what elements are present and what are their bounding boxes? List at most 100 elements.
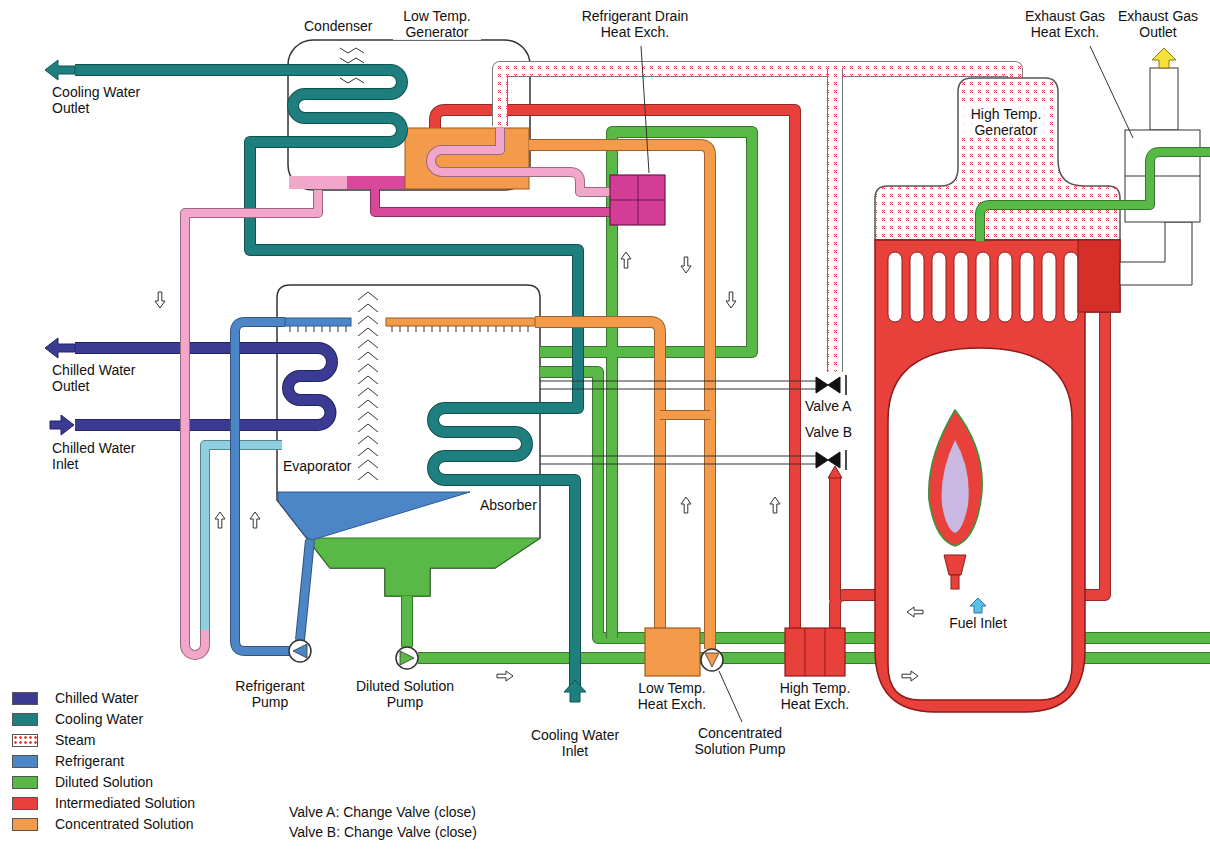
part-label: Evaporator	[281, 458, 353, 474]
nozzle	[416, 326, 417, 332]
steam-pipe	[827, 69, 843, 372]
legend-swatch	[12, 734, 38, 747]
concentrated-pipe	[660, 411, 710, 419]
combustion-chamber	[888, 348, 1072, 700]
refrigerant-pipe	[235, 322, 289, 651]
nozzle	[424, 326, 425, 332]
flue-box	[1078, 240, 1120, 312]
high-temp-heat-exchanger	[805, 628, 825, 676]
legend-text: Refrigerant	[55, 753, 124, 769]
burner	[951, 575, 959, 589]
flame	[929, 410, 983, 546]
port-label: Chilled Water Outlet	[50, 362, 158, 394]
refrigerant-pipe	[185, 190, 318, 655]
nozzle	[338, 326, 339, 332]
legend-text: Concentrated Solution	[55, 816, 194, 832]
flow-arrow	[564, 680, 586, 702]
steam-drain-pipe	[431, 128, 612, 192]
port-label: Chilled Water Inlet	[50, 440, 158, 472]
flow-arrow	[970, 598, 986, 613]
fire-tube	[932, 252, 946, 322]
sprayer	[285, 318, 351, 326]
exhaust-duct	[1150, 68, 1178, 130]
leader-line	[719, 671, 742, 722]
valve-symbol	[816, 452, 840, 468]
drawing	[45, 40, 1210, 722]
concentrated-pipe	[535, 322, 660, 628]
part-label: Refrigerant Pump	[223, 678, 317, 710]
nozzle	[528, 326, 529, 332]
valve-symbol	[845, 375, 847, 395]
diluted-pipe	[401, 596, 413, 647]
nozzle	[464, 326, 465, 332]
drain-heat-exchanger	[610, 175, 665, 225]
nozzle	[472, 326, 473, 332]
nozzle	[290, 326, 291, 332]
eliminator	[340, 78, 364, 83]
flow-arrow	[50, 415, 74, 435]
note-text: Valve A: Change Valve (close)	[287, 804, 478, 820]
nozzle	[330, 326, 331, 332]
diluted-pipe	[980, 152, 1210, 241]
eliminator	[358, 460, 378, 468]
nozzle	[504, 326, 505, 332]
note-text: Valve B: Change Valve (close)	[287, 824, 479, 840]
legend-swatch	[12, 776, 38, 789]
nozzle	[408, 326, 409, 332]
pump-symbol	[701, 649, 723, 671]
eliminator	[358, 412, 378, 420]
port-label: Cooling Water Inlet	[518, 727, 632, 759]
legend-text: Cooling Water	[55, 711, 143, 727]
nozzle	[456, 326, 457, 332]
intermediate-pipe	[829, 476, 841, 600]
legend-row: Diluted Solution	[10, 774, 210, 795]
valve-symbol	[816, 377, 840, 393]
steam-dome	[875, 78, 1120, 240]
burner	[944, 555, 966, 575]
nozzle	[400, 326, 401, 332]
eliminator	[358, 388, 378, 396]
part-label: Low Temp. Heat Exch.	[630, 680, 714, 712]
nozzle	[306, 326, 307, 332]
intermediate-pipe	[830, 476, 840, 600]
fire-tube	[954, 252, 968, 322]
valve-line	[540, 456, 816, 457]
refrigerant-pipe	[235, 322, 289, 651]
steam-pipe	[500, 69, 1015, 126]
legend-row: Cooling Water	[10, 711, 210, 732]
intermediate-pipe	[435, 110, 795, 628]
nozzle	[346, 326, 347, 332]
nozzle	[440, 326, 441, 332]
flow-arrow	[681, 257, 691, 273]
eliminator	[358, 304, 378, 312]
fire-tube	[1042, 252, 1056, 322]
legend-text: Intermediated Solution	[55, 795, 195, 811]
legend-row: Refrigerant	[10, 753, 210, 774]
pump-symbol	[400, 651, 414, 665]
condenser-pool	[347, 176, 405, 189]
steam-pipe	[500, 69, 1015, 126]
eliminator	[340, 48, 364, 53]
part-label: Low Temp. Generator	[393, 8, 481, 40]
refrigerant-pipe	[185, 190, 318, 655]
drain-heat-exchanger	[610, 175, 665, 225]
nozzle	[392, 326, 393, 332]
legend: Chilled WaterCooling WaterSteamRefrigera…	[10, 690, 210, 837]
part-label: High Temp. Generator	[962, 106, 1050, 138]
flow-arrow	[155, 292, 165, 308]
legend-row: Chilled Water	[10, 690, 210, 711]
valve-line	[540, 464, 816, 465]
part-label: Condenser	[302, 18, 375, 34]
flow-arrow	[681, 497, 691, 513]
valve-line	[540, 389, 816, 390]
nozzle	[512, 326, 513, 332]
pump-symbol	[705, 653, 719, 667]
part-label: Refrigerant Drain Heat Exch.	[569, 8, 701, 40]
intermediate-pipe	[435, 110, 795, 628]
eliminator	[358, 436, 378, 444]
flow-arrow	[770, 497, 780, 513]
lower-vessel	[277, 285, 540, 596]
flow-arrow	[726, 292, 736, 308]
nozzle	[322, 326, 323, 332]
nozzle	[314, 326, 315, 332]
